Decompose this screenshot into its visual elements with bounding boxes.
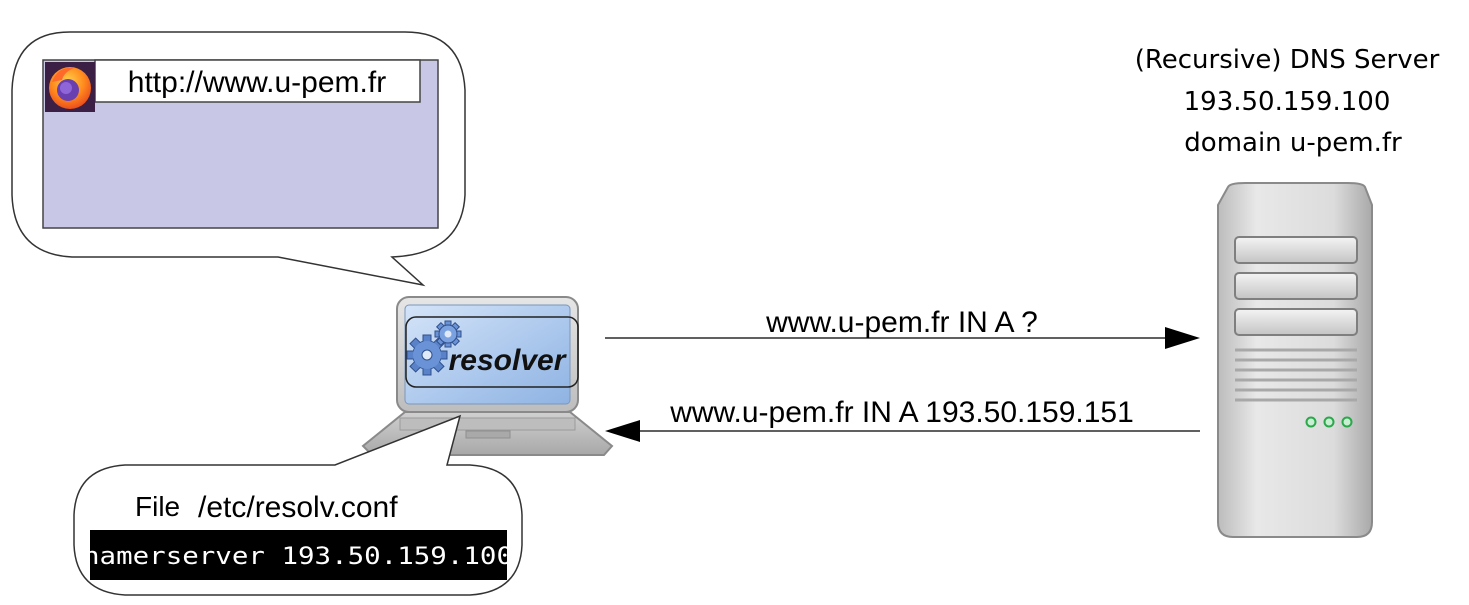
terminal-box	[90, 530, 507, 580]
response-arrowhead	[605, 420, 640, 442]
browser-callout: http://www.u-pem.fr	[11, 31, 466, 287]
status-leds	[1305, 416, 1353, 428]
config-callout: File /etc/resolv.conf namerserver 193.50…	[73, 414, 523, 596]
nameserver-line: namerserver 193.50.159.100	[83, 542, 513, 570]
query-arrowhead	[1165, 327, 1200, 349]
drive-bay-1	[1234, 236, 1358, 264]
file-path: /etc/resolv.conf	[198, 491, 398, 524]
query-label: www.u-pem.fr IN A ?	[765, 306, 1038, 339]
query-arrow	[605, 327, 1200, 349]
drive-bay-2	[1234, 272, 1358, 300]
server-ip: 193.50.159.100	[1184, 87, 1391, 117]
laptop-touchpad	[465, 430, 511, 439]
resolver-box[interactable]	[405, 316, 579, 388]
server-title: (Recursive) DNS Server	[1135, 45, 1440, 75]
server-caption: (Recursive) DNS Server 193.50.159.100 do…	[1135, 45, 1440, 158]
response-label: www.u-pem.fr IN A 193.50.159.151	[669, 396, 1134, 429]
resolver-label: resolver	[449, 344, 568, 377]
response-arrow	[605, 420, 1200, 442]
server-domain: domain u-pem.fr	[1184, 128, 1402, 158]
laptop: resolver	[361, 296, 614, 456]
drive-bay-3	[1234, 308, 1358, 336]
vent-grille	[1235, 348, 1357, 402]
server-tower-icon	[1217, 182, 1373, 538]
gear-icon	[406, 320, 462, 376]
url-text: http://www.u-pem.fr	[128, 66, 386, 99]
file-word: File	[135, 491, 180, 522]
laptop-keyboard	[399, 417, 576, 431]
firefox-icon	[45, 62, 95, 112]
